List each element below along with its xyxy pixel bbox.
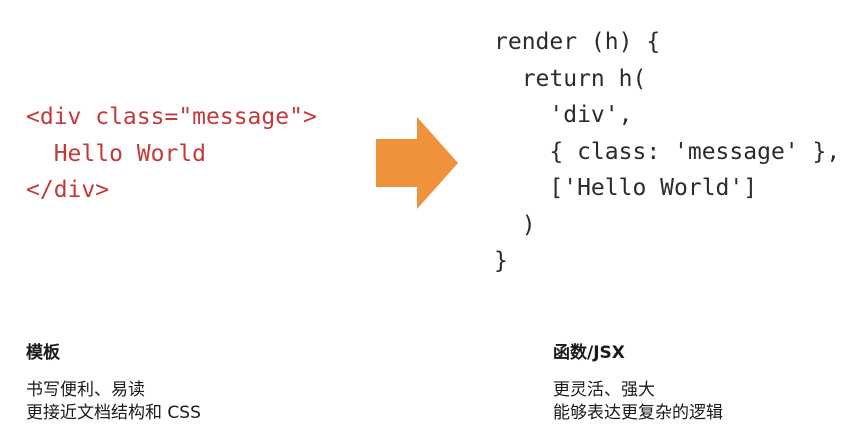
render-function-caption: 函数/JSX 更灵活、强大 能够表达更复杂的逻辑 xyxy=(553,342,723,425)
template-code-line: </div> xyxy=(26,177,110,203)
template-caption-line: 书写便利、易读 xyxy=(26,380,145,400)
render-code-line: ) xyxy=(494,211,536,238)
render-function-code-block: render (h) { return h( 'div', { class: '… xyxy=(494,24,840,280)
render-function-caption-line: 更灵活、强大 xyxy=(553,380,655,400)
render-code-line: return h( xyxy=(494,65,647,92)
arrow-shape xyxy=(376,117,458,209)
render-code-line: { class: 'message' }, xyxy=(494,138,841,165)
template-caption: 模板 书写便利、易读 更接近文档结构和 CSS xyxy=(26,342,201,425)
render-function-caption-title: 函数/JSX xyxy=(553,343,625,363)
template-code-line: Hello World xyxy=(26,140,207,167)
right-arrow-icon xyxy=(376,117,458,209)
render-function-caption-line: 能够表达更复杂的逻辑 xyxy=(553,403,723,423)
render-code-line: } xyxy=(494,248,508,274)
template-caption-line: 更接近文档结构和 CSS xyxy=(26,403,201,423)
render-code-line: 'div', xyxy=(494,102,633,128)
render-code-line: ['Hello World'] xyxy=(494,175,758,201)
template-code-block: <div class="message"> Hello World </div> xyxy=(26,99,317,209)
template-code-line: <div class="message"> xyxy=(26,104,317,130)
render-code-line: render (h) { xyxy=(494,29,661,55)
template-caption-title: 模板 xyxy=(26,343,60,363)
